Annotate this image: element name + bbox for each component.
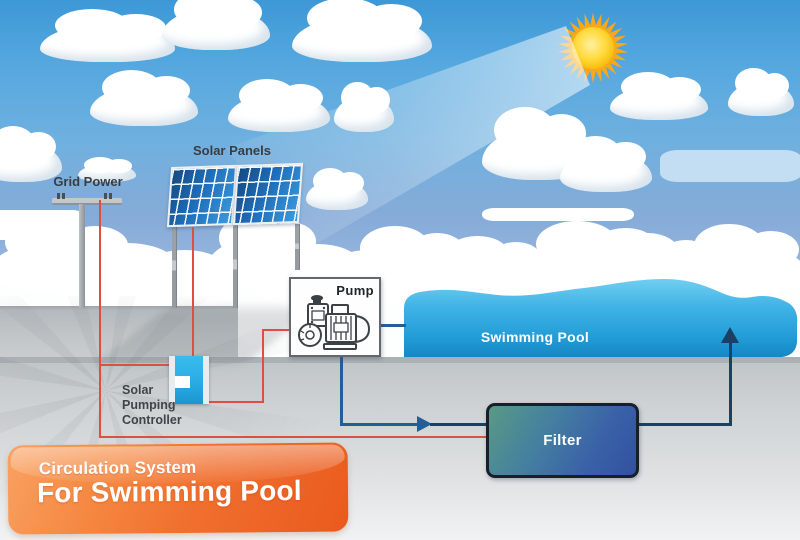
pipe-pump-to-pool xyxy=(378,324,406,327)
insulator xyxy=(104,193,107,199)
pump-label: Pump xyxy=(336,283,374,298)
wire-controller-out xyxy=(206,401,264,403)
pipe-pump-down xyxy=(340,355,343,426)
cloud xyxy=(0,126,62,182)
wire-grid-to-controller xyxy=(99,364,171,366)
controller-label: Solar Pumping Controller xyxy=(122,383,182,427)
cloud xyxy=(680,224,800,294)
pipe-return-up xyxy=(729,341,732,426)
wisp-cloud xyxy=(482,208,634,221)
cloud xyxy=(560,136,652,192)
solar-panels-label: Solar Panels xyxy=(192,143,272,158)
pipe-into-filter xyxy=(430,423,488,426)
ground-edge xyxy=(0,357,800,363)
haze-cloud xyxy=(660,150,800,182)
cloud xyxy=(334,81,394,132)
flow-arrow-icon xyxy=(417,416,432,432)
swimming-pool-label: Swimming Pool xyxy=(480,329,590,345)
ground-ledge xyxy=(0,306,238,358)
pump-box: Pump xyxy=(289,277,381,357)
grid-pole-crossarm xyxy=(52,198,122,205)
cloud xyxy=(292,0,432,62)
cloud xyxy=(162,0,270,50)
cloud xyxy=(90,70,198,126)
panel-leg xyxy=(172,226,177,308)
filter-label: Filter xyxy=(543,432,582,449)
filter-box: Filter xyxy=(486,403,639,478)
panel-leg xyxy=(295,224,300,270)
banner-title: For Swimming Pool xyxy=(36,474,302,509)
wire-controller-to-pump-h xyxy=(262,329,292,331)
title-banner: Circulation System For Swimming Pool xyxy=(7,442,349,535)
cloud xyxy=(78,156,136,182)
pump-illustration xyxy=(298,295,370,350)
cloud xyxy=(40,8,175,62)
solar-panel xyxy=(166,164,238,228)
flow-arrow-up-icon xyxy=(721,327,739,343)
controller-display xyxy=(175,376,190,388)
cloud xyxy=(610,72,708,120)
cloud xyxy=(306,168,368,210)
insulator xyxy=(62,193,65,199)
wire-controller-to-pump-v xyxy=(262,329,264,403)
wire-to-filter xyxy=(99,436,489,438)
insulator xyxy=(57,193,60,199)
solar-panel xyxy=(232,162,304,226)
pipe-filter-out xyxy=(637,423,732,426)
grid-pole xyxy=(79,204,85,308)
wire-grid-down xyxy=(99,200,101,438)
solar-pumping-controller-box xyxy=(169,356,209,404)
pipe-pump-to-filter xyxy=(340,423,418,426)
insulator xyxy=(109,193,112,199)
grid-power-label: Grid Power xyxy=(53,174,123,189)
wire-panels-to-controller xyxy=(192,227,194,358)
cloud xyxy=(728,68,794,116)
panel-leg xyxy=(233,224,238,308)
cloud xyxy=(228,78,330,132)
